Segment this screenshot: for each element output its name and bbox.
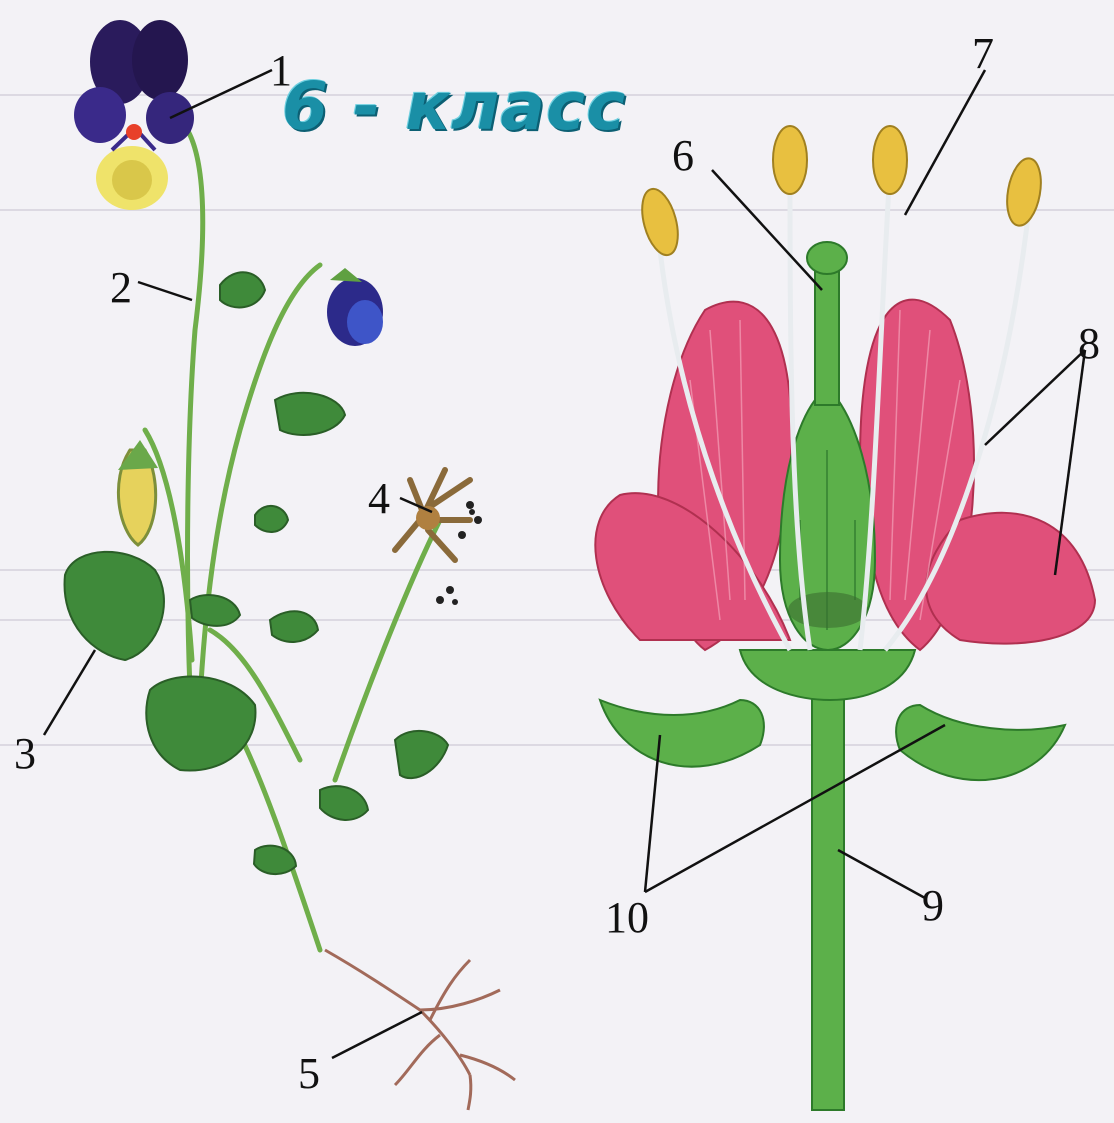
receptacle — [740, 650, 915, 700]
label-2: 2 — [110, 262, 132, 313]
roots — [325, 950, 515, 1110]
pedicel — [812, 690, 844, 1110]
label-4: 4 — [368, 473, 390, 524]
label-8: 8 — [1078, 318, 1100, 369]
flower-section — [595, 126, 1095, 1110]
leaf — [275, 393, 345, 435]
pansy-plant — [65, 20, 515, 1110]
leaf-large — [65, 552, 164, 660]
page-title: 6 - класс — [282, 68, 626, 145]
anthers — [636, 126, 1046, 259]
label-5: 5 — [298, 1048, 320, 1099]
label-9: 9 — [922, 880, 944, 931]
label-10: 10 — [605, 892, 649, 943]
label-1: 1 — [270, 45, 292, 96]
label-3: 3 — [14, 728, 36, 779]
label-6: 6 — [672, 130, 694, 181]
label-7: 7 — [972, 28, 994, 79]
pansy-bud-yellow — [118, 440, 158, 545]
leaf — [395, 731, 448, 778]
pansy-bud-blue — [327, 268, 383, 346]
leaf — [146, 676, 255, 770]
